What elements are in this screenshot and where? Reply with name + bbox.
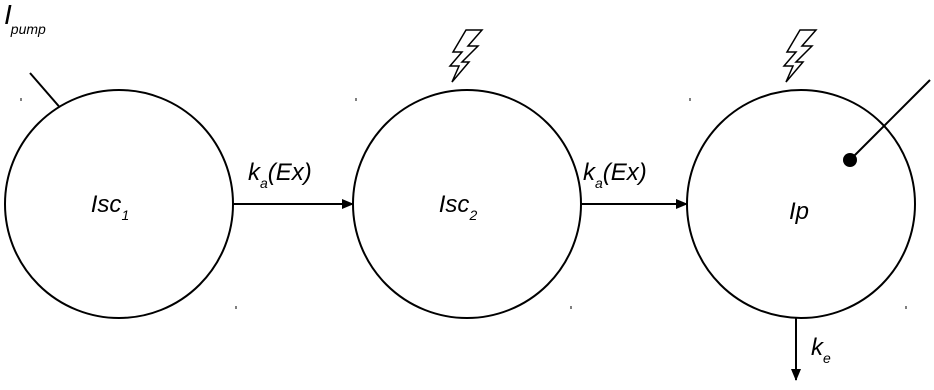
- sampling-line: [849, 79, 931, 161]
- sampling-point-dot: [843, 153, 857, 167]
- pump-subscript: pump: [10, 21, 46, 37]
- compartment-isc2: Isc2: [352, 89, 582, 319]
- edge-isc1-isc2-label: ka(Ex): [248, 159, 312, 191]
- compartment-isc1-label: Isc1: [91, 191, 129, 223]
- edge-isc2-ip-label: ka(Ex): [583, 159, 647, 191]
- compartment-isc2-label: Isc2: [439, 191, 478, 223]
- pump-main-label: I: [4, 0, 12, 30]
- compartment-ip: Ip: [686, 79, 931, 319]
- pump-input-label: Ipump: [4, 0, 46, 37]
- grid-ticks: [20, 98, 907, 309]
- elimination-output: ke: [791, 318, 831, 381]
- lightning-bolt-icon: [782, 29, 818, 83]
- compartment-isc1: Isc1: [4, 89, 234, 319]
- compartment-ip-label: Ip: [789, 198, 809, 225]
- lightning-bolt-icon: [448, 29, 484, 83]
- elimination-label: ke: [811, 334, 831, 366]
- edge-isc2-ip: ka(Ex): [581, 159, 688, 209]
- edge-isc1-isc2: ka(Ex): [233, 159, 354, 209]
- svg-text:Ipump: Ipump: [4, 0, 46, 37]
